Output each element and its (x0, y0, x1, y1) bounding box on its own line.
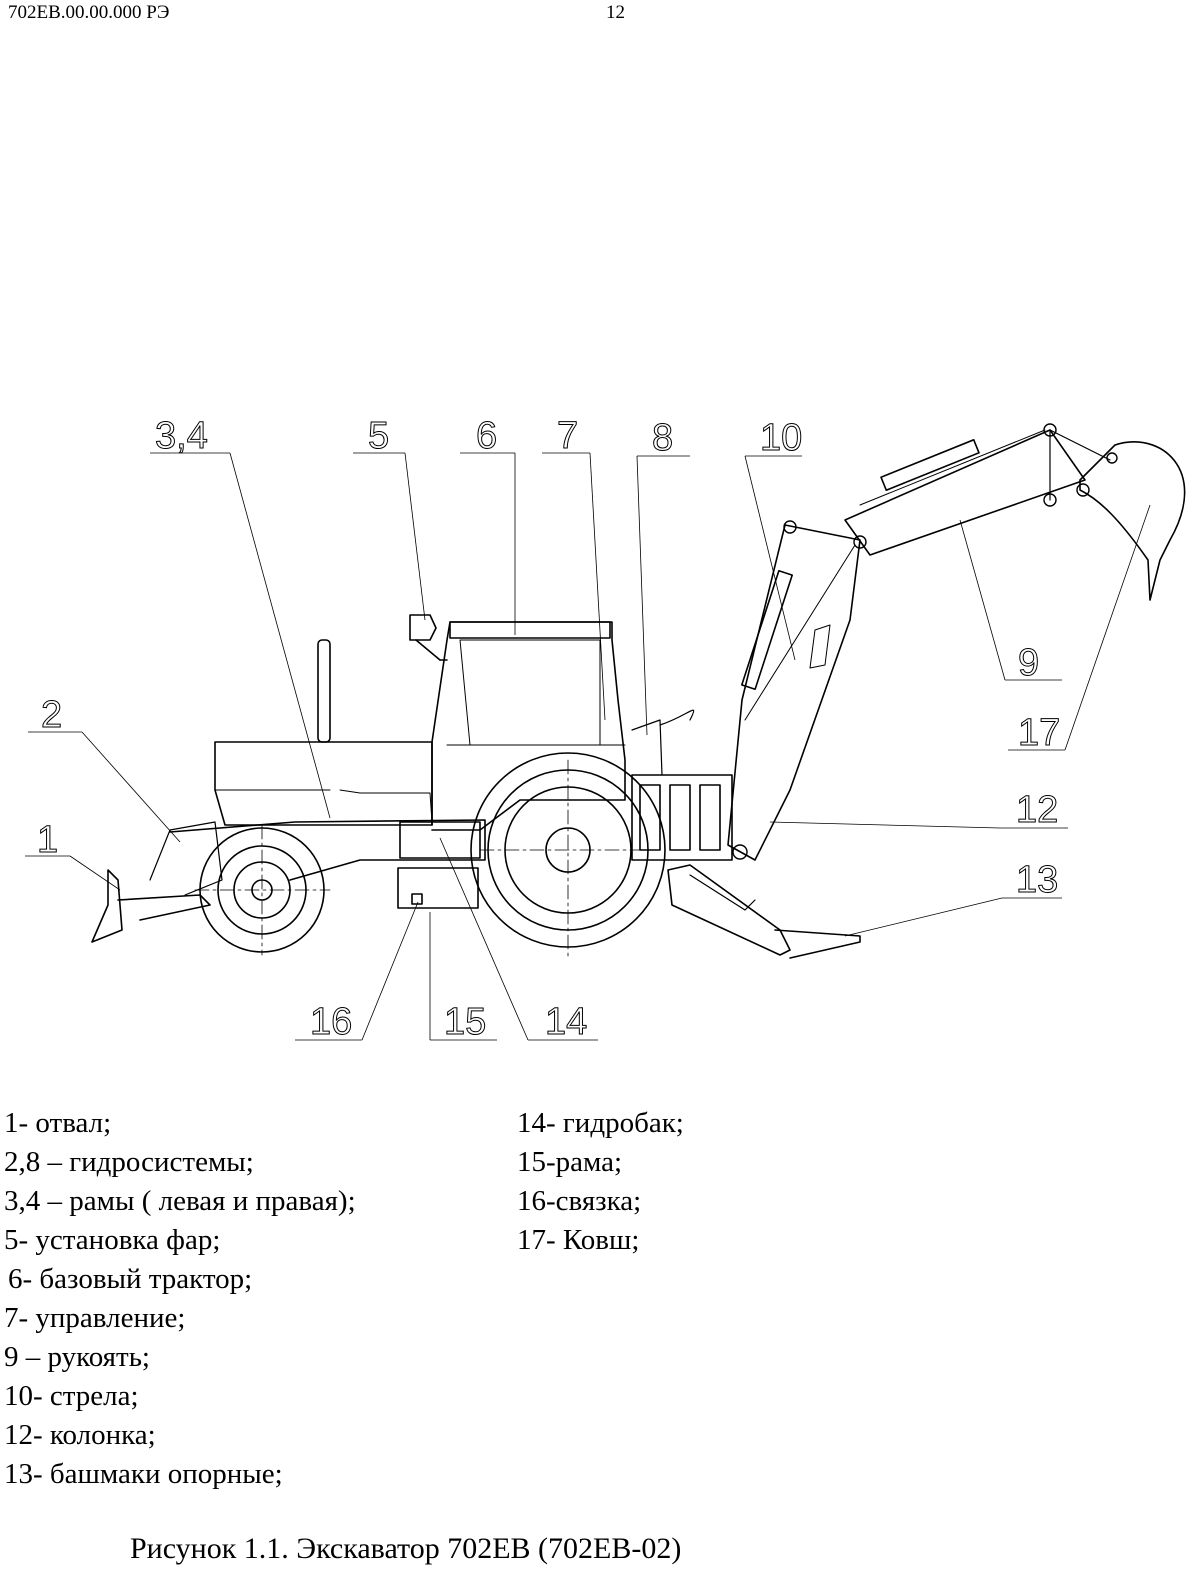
callout-3-4: 3,4 (155, 415, 208, 457)
callout-12: 12 (1016, 789, 1058, 831)
legend-item-10: 10- стрела; (4, 1380, 139, 1412)
legend-item-15: 15-рама; (517, 1146, 623, 1178)
rear-column (631, 709, 733, 861)
legend-item-7: 7- управление; (4, 1302, 186, 1334)
front-wheel (194, 824, 331, 956)
figure-caption: Рисунок 1.1. Экскаватор 702ЕВ (702ЕВ-02) (130, 1532, 682, 1565)
bucket (1079, 441, 1186, 601)
callout-9: 9 (1018, 642, 1039, 684)
excavator-drawing: 1 2 3,4 5 6 7 8 10 9 17 12 13 16 15 14 (25, 415, 1186, 1044)
legend-item-2-8: 2,8 – гидросистемы; (4, 1146, 254, 1178)
tractor-hood (214, 741, 433, 826)
callout-6: 6 (476, 415, 497, 457)
callout-15: 15 (444, 1001, 486, 1043)
callout-10: 10 (760, 417, 802, 459)
callout-1: 1 (37, 819, 58, 861)
headlight-unit (409, 614, 448, 661)
legend-item-14: 14- гидробак; (517, 1107, 684, 1139)
legend-item-12: 12- колонка; (4, 1419, 156, 1451)
callout-5: 5 (368, 415, 389, 457)
callout-2: 2 (41, 694, 62, 736)
side-frame (169, 819, 486, 881)
hydraulic-tank (399, 821, 481, 859)
legend-item-3-4: 3,4 – рамы ( левая и правая); (4, 1185, 356, 1217)
callout-13: 13 (1016, 859, 1058, 901)
exhaust-pipe (317, 639, 331, 743)
legend-item-5: 5- установка фар; (4, 1224, 221, 1256)
page-header: 702ЕВ.00.00.000 РЭ 12 (0, 0, 1200, 30)
legend-item-13: 13- башмаки опорные; (4, 1458, 283, 1490)
stick (844, 429, 1111, 556)
stabilizer (667, 864, 861, 959)
tractor-cab (431, 621, 626, 831)
rear-wheel (470, 752, 666, 961)
legend-right: 14- гидробак; 15-рама; 16-связка; 17- Ко… (517, 1104, 684, 1260)
dozer-blade (91, 821, 223, 943)
legend-item-9: 9 – рукоять; (4, 1341, 150, 1373)
legend-left: 1- отвал; 2,8 – гидросистемы; 3,4 – рамы… (4, 1104, 356, 1494)
legend-item-17: 17- Ковш; (517, 1224, 640, 1256)
document-code: 702ЕВ.00.00.000 РЭ (8, 2, 170, 23)
callout-16: 16 (310, 1001, 352, 1043)
callout-7: 7 (557, 415, 578, 457)
base-frame (397, 867, 479, 909)
callout-8: 8 (652, 417, 673, 459)
legend-item-6: 6- базовый трактор; (8, 1263, 253, 1295)
legend-item-16: 16-связка; (517, 1185, 642, 1217)
callout-17: 17 (1018, 712, 1060, 754)
legend-item-1: 1- отвал; (4, 1107, 112, 1139)
callout-14: 14 (545, 1001, 587, 1043)
boom (727, 524, 861, 861)
page-number: 12 (606, 2, 625, 23)
